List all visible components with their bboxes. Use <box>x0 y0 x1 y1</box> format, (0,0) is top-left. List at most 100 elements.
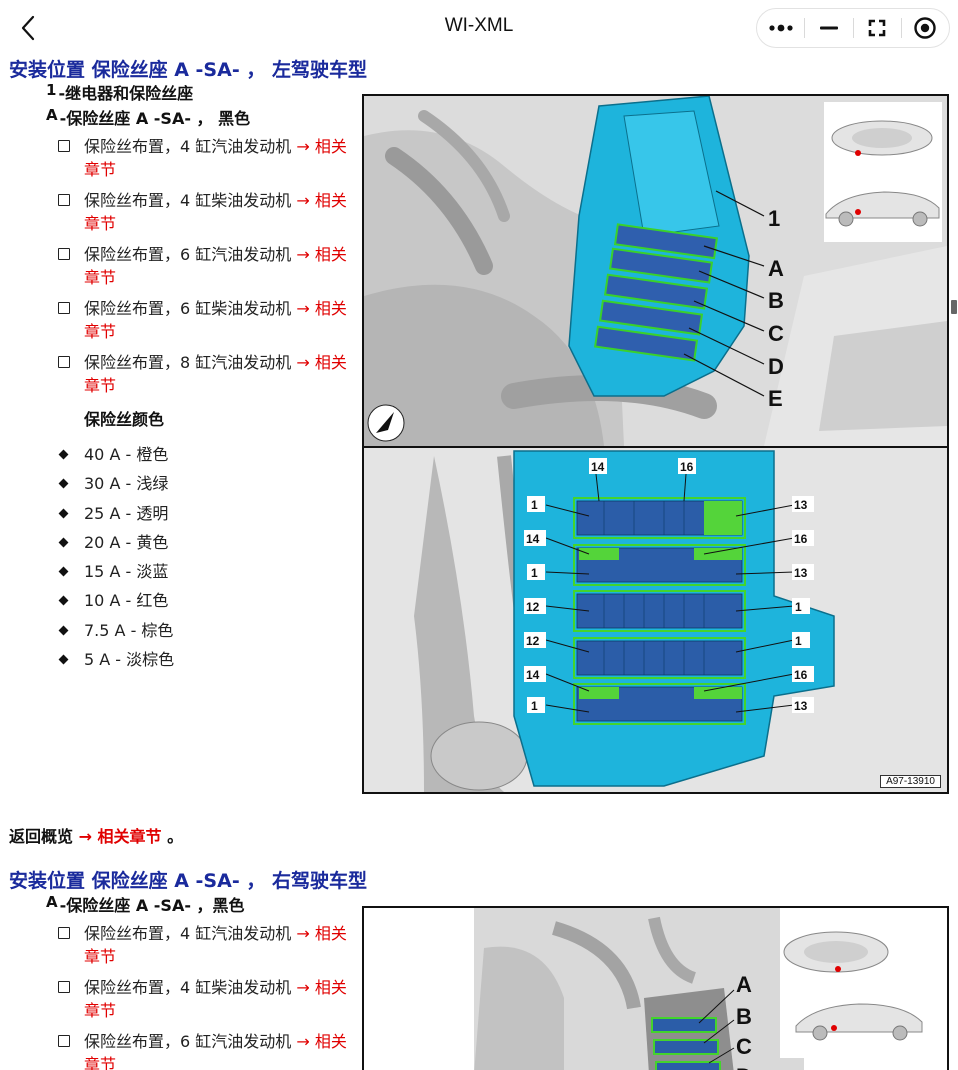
callout-d: D <box>736 1064 752 1070</box>
item-text: 保险丝布置，6 缸汽油发动机 <box>84 1032 297 1051</box>
list-item: 7.5 A - 棕色 <box>58 620 174 649</box>
checkbox-square-icon <box>58 140 70 152</box>
back-to-overview: 返回概览 → 相关章节 。 <box>9 823 183 847</box>
checkbox-square-icon <box>58 981 70 993</box>
list-item: 25 A - 透明 <box>58 503 174 532</box>
diamond-bullet-icon <box>58 537 69 548</box>
list-item: 保险丝布置，4 缸汽油发动机 → 相关章节 <box>58 922 350 968</box>
capsule-divider <box>852 18 854 38</box>
related-chapter-link[interactable]: → 相关章节 <box>84 353 347 395</box>
back-overview-link[interactable]: → 相关章节 <box>78 827 162 846</box>
callout-c: C <box>768 321 784 346</box>
related-chapter-link[interactable]: → 相关章节 <box>84 978 347 1020</box>
diamond-bullet-icon <box>58 449 69 460</box>
back-button[interactable] <box>14 12 44 44</box>
float-window-icon <box>868 19 886 37</box>
section-title-left-drive: 安装位置 保险丝座 A -SA- ， 左驾驶车型 <box>9 59 367 81</box>
fuse-label-left: 12 <box>526 634 540 648</box>
list-item: 5 A - 淡棕色 <box>58 649 174 678</box>
list-item: 保险丝布置，6 缸柴油发动机 → 相关章节 <box>58 297 350 343</box>
callout-a: A <box>736 972 752 997</box>
fuse-label-right: 13 <box>794 566 808 580</box>
related-chapter-link[interactable]: → 相关章节 <box>84 191 347 233</box>
related-chapter-link[interactable]: → 相关章节 <box>84 924 347 966</box>
fuse-label-right: 13 <box>794 498 808 512</box>
figure-code: A97-13910 <box>880 775 941 788</box>
related-chapter-link[interactable]: → 相关章节 <box>84 1032 347 1070</box>
more-button[interactable] <box>757 8 804 48</box>
scrollbar-thumb[interactable] <box>951 300 957 314</box>
fuse-label-left: 14 <box>526 532 540 546</box>
legend-text: -保险丝座 A -SA- ， 黑色 <box>59 109 251 128</box>
fuse-layout-list-right: 保险丝布置，4 缸汽油发动机 → 相关章节 保险丝布置，4 缸柴油发动机 → 相… <box>58 922 350 1070</box>
chevron-left-icon <box>21 15 35 41</box>
checkbox-square-icon <box>58 356 70 368</box>
checkbox-square-icon <box>58 302 70 314</box>
item-text: 保险丝布置，4 缸汽油发动机 <box>84 137 297 156</box>
item-text: 保险丝布置，6 缸柴油发动机 <box>84 299 297 318</box>
close-button[interactable] <box>902 8 949 48</box>
fuse-box-figure-right-drive: A B C D <box>362 906 949 1070</box>
checkbox-square-icon <box>58 927 70 939</box>
callout-a: A <box>768 256 784 281</box>
fuse-label-right: 16 <box>794 532 808 546</box>
callout-1: 1 <box>768 206 780 231</box>
checkbox-square-icon <box>58 248 70 260</box>
top-bar: WI-XML <box>0 0 958 56</box>
back-suffix: 。 <box>161 827 184 846</box>
item-text: 保险丝布置，6 缸汽油发动机 <box>84 245 297 264</box>
legend-item: A-保险丝座 A -SA- ，黑色 <box>46 892 245 916</box>
legend-key: A <box>46 106 58 124</box>
color-text: 20 A - 黄色 <box>84 532 169 552</box>
fuse-label-right: 1 <box>795 634 802 648</box>
fuse-label-left: 12 <box>526 600 540 614</box>
fuse-label-left: 1 <box>531 498 538 512</box>
legend-item: A-保险丝座 A -SA- ， 黑色 <box>46 105 250 129</box>
list-item: 保险丝布置，8 缸汽油发动机 → 相关章节 <box>58 351 350 397</box>
fuse-layout-list: 保险丝布置，4 缸汽油发动机 → 相关章节 保险丝布置，4 缸柴油发动机 → 相… <box>58 135 350 405</box>
fuse-colors-heading: 保险丝颜色 <box>84 410 165 429</box>
list-item: 10 A - 红色 <box>58 590 174 619</box>
callout-d: D <box>768 354 784 379</box>
checkbox-square-icon <box>58 1035 70 1047</box>
list-item: 保险丝布置，4 缸汽油发动机 → 相关章节 <box>58 135 350 181</box>
fuse-label-left: 14 <box>526 668 540 682</box>
list-item: 保险丝布置，4 缸柴油发动机 → 相关章节 <box>58 976 350 1022</box>
diamond-bullet-icon <box>58 566 69 577</box>
related-chapter-link[interactable]: → 相关章节 <box>84 137 347 179</box>
list-item: 20 A - 黄色 <box>58 532 174 561</box>
legend-item: 1-继电器和保险丝座 <box>46 80 193 104</box>
fuse-box-figure-left-drive: 1 A B C D E <box>362 94 949 794</box>
diamond-bullet-icon <box>58 508 69 519</box>
related-chapter-link[interactable]: → 相关章节 <box>84 299 347 341</box>
color-text: 5 A - 淡棕色 <box>84 650 175 670</box>
related-chapter-link[interactable]: → 相关章节 <box>84 245 347 287</box>
fuse-label-left: 1 <box>531 699 538 713</box>
minimize-button[interactable] <box>805 8 852 48</box>
list-item: 保险丝布置，6 缸汽油发动机 → 相关章节 <box>58 243 350 289</box>
color-text: 15 A - 淡蓝 <box>84 562 169 582</box>
minus-icon <box>819 26 838 30</box>
fuse-label-left: 1 <box>531 566 538 580</box>
color-text: 30 A - 浅绿 <box>84 474 169 494</box>
more-dots-icon <box>769 24 793 32</box>
float-button[interactable] <box>854 8 901 48</box>
callout-b: B <box>736 1004 752 1029</box>
fuse-box-illustration: 1 A B C D E <box>364 96 947 792</box>
capsule-divider <box>900 18 902 38</box>
checkbox-square-icon <box>58 194 70 206</box>
back-text: 返回概览 <box>9 827 79 846</box>
fuse-label-top: 14 <box>591 460 605 474</box>
fuse-label-top: 16 <box>680 460 694 474</box>
color-text: 40 A - 橙色 <box>84 445 169 464</box>
mini-program-capsule <box>756 8 950 48</box>
legend-key: 1 <box>46 81 57 99</box>
fuse-box-illustration-right: A B C D <box>364 908 947 1070</box>
list-item: 保险丝布置，4 缸柴油发动机 → 相关章节 <box>58 189 350 235</box>
color-text: 7.5 A - 棕色 <box>84 620 174 640</box>
callout-c: C <box>736 1034 752 1059</box>
color-text: 10 A - 红色 <box>84 591 169 611</box>
legend-text: -继电器和保险丝座 <box>58 84 194 103</box>
legend-text: -保险丝座 A -SA- ，黑色 <box>59 896 245 915</box>
list-item: 保险丝布置，6 缸汽油发动机 → 相关章节 <box>58 1030 350 1070</box>
